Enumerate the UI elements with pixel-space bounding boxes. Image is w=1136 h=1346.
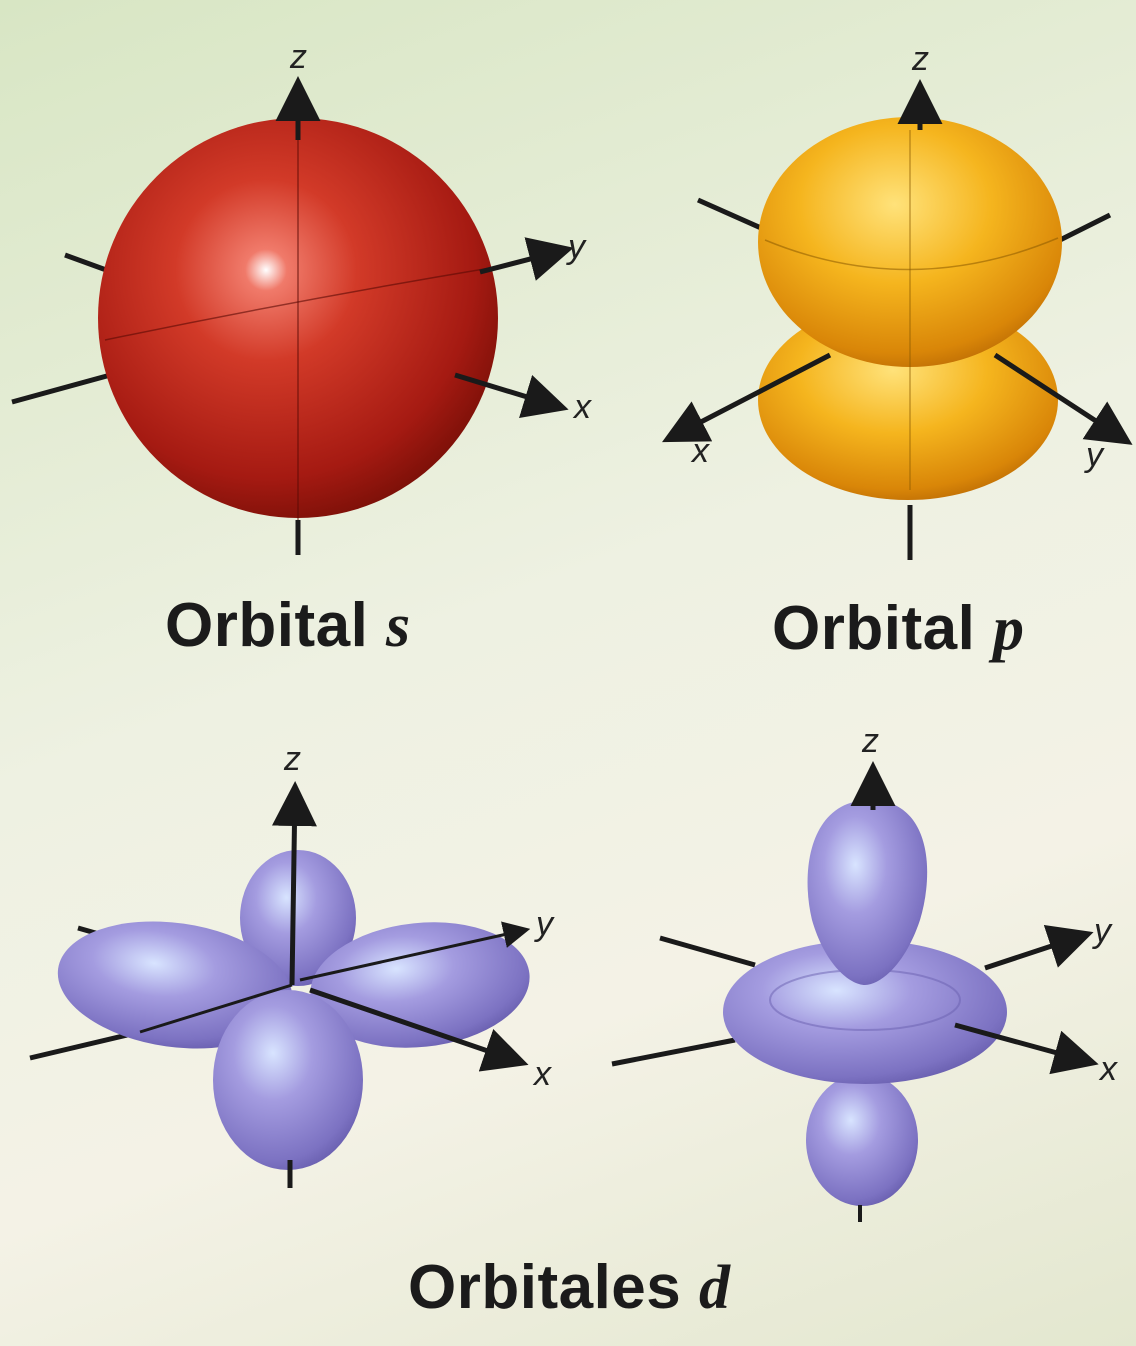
p-y-axis (993, 352, 1133, 445)
d1-x-label: x (532, 1055, 552, 1093)
s-y-axis (479, 237, 574, 281)
d2-x-axis (954, 1022, 1099, 1075)
d2-lobe-top (807, 800, 928, 985)
d-orbital-cloverleaf-diagram: z y x (29, 740, 555, 1188)
caption-p-letter: p (993, 595, 1025, 663)
d-orbital-dz2-diagram: z y x (611, 722, 1118, 1222)
caption-d-word: Orbitales (408, 1253, 682, 1322)
d1-y-label: y (534, 905, 555, 943)
caption-orbitales-d: Orbitales d (408, 1252, 731, 1324)
d1-z-axis (271, 781, 317, 986)
p-y-label: y (1084, 436, 1105, 474)
d1-z-label: z (283, 740, 301, 778)
s-x-axis (454, 372, 569, 419)
d2-x-label: x (1098, 1050, 1118, 1088)
d2-x-axis-back (659, 935, 756, 968)
d1-lobe-right (310, 922, 530, 1048)
d1-y-axis (299, 921, 531, 982)
s-y-label: y (566, 228, 587, 266)
s-x-label: x (572, 388, 592, 426)
caption-orbital-s: Orbital s (165, 590, 411, 662)
d2-y-axis (984, 924, 1094, 971)
d2-y-label: y (1092, 912, 1113, 950)
d2-y-axis-back (611, 1037, 736, 1067)
p-orbital-diagram: z x y (662, 40, 1133, 560)
p-x-label: x (690, 432, 710, 470)
caption-s-word: Orbital (165, 591, 369, 660)
d1-lobe-left (57, 921, 293, 1049)
d1-lobe-top (240, 850, 356, 986)
d2-torus (723, 940, 1007, 1084)
d2-z-label: z (861, 722, 879, 760)
p-x-axis (662, 352, 832, 443)
s-orbital-diagram: z y x (11, 38, 592, 555)
d1-x-axis-back (29, 1029, 141, 1061)
d1-lobe-bottom (213, 990, 363, 1170)
s-equator-line (104, 267, 491, 341)
d2-lobe-bottom (806, 1074, 918, 1206)
caption-d-letter: d (699, 1254, 731, 1322)
caption-p-word: Orbital (772, 594, 976, 663)
p-y-axis-back (1058, 212, 1112, 243)
caption-s-letter: s (386, 592, 411, 660)
p-z-label: z (911, 40, 929, 78)
p-x-axis-back (696, 197, 772, 235)
caption-orbital-p: Orbital p (772, 593, 1025, 665)
s-z-label: z (289, 38, 307, 76)
d1-x-axis (309, 987, 529, 1072)
d1-x-axis-inner (139, 983, 293, 1034)
